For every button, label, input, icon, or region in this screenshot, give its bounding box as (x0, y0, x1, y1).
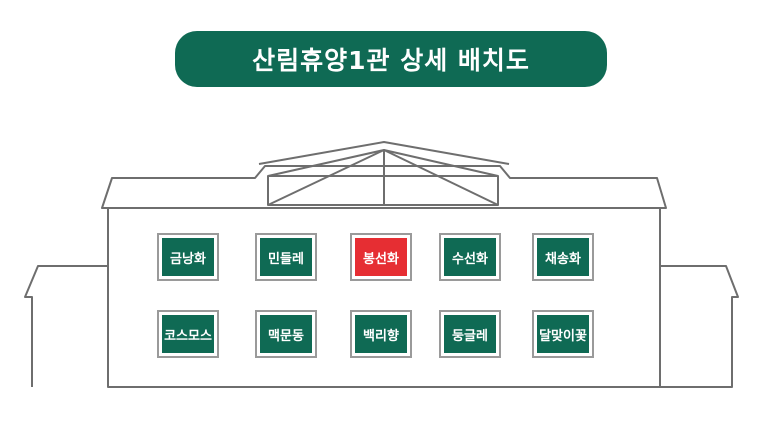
room-label: 채송화 (537, 238, 589, 276)
room-top-3-highlighted[interactable]: 봉선화 (350, 233, 412, 281)
room-label: 민들레 (260, 238, 312, 276)
pediment (258, 141, 510, 165)
roof-band (101, 165, 667, 209)
room-bottom-4[interactable]: 둥글레 (439, 310, 501, 358)
room-label: 백리향 (355, 315, 407, 353)
room-label: 금낭화 (162, 238, 214, 276)
room-label: 수선화 (444, 238, 496, 276)
room-bottom-3[interactable]: 백리향 (350, 310, 412, 358)
room-bottom-1[interactable]: 코스모스 (157, 310, 219, 358)
room-top-4[interactable]: 수선화 (439, 233, 501, 281)
room-label: 달맞이꽃 (537, 315, 589, 353)
room-label: 봉선화 (355, 238, 407, 276)
room-label: 맥문동 (260, 315, 312, 353)
room-top-2[interactable]: 민들레 (255, 233, 317, 281)
room-bottom-5[interactable]: 달맞이꽃 (532, 310, 594, 358)
room-bottom-2[interactable]: 맥문동 (255, 310, 317, 358)
room-top-5[interactable]: 채송화 (532, 233, 594, 281)
page-title: 산림휴양1관 상세 배치도 (175, 31, 607, 87)
left-wing (24, 265, 109, 387)
right-wing (660, 265, 739, 388)
room-top-1[interactable]: 금낭화 (157, 233, 219, 281)
room-label: 코스모스 (162, 315, 214, 353)
room-label: 둥글레 (444, 315, 496, 353)
